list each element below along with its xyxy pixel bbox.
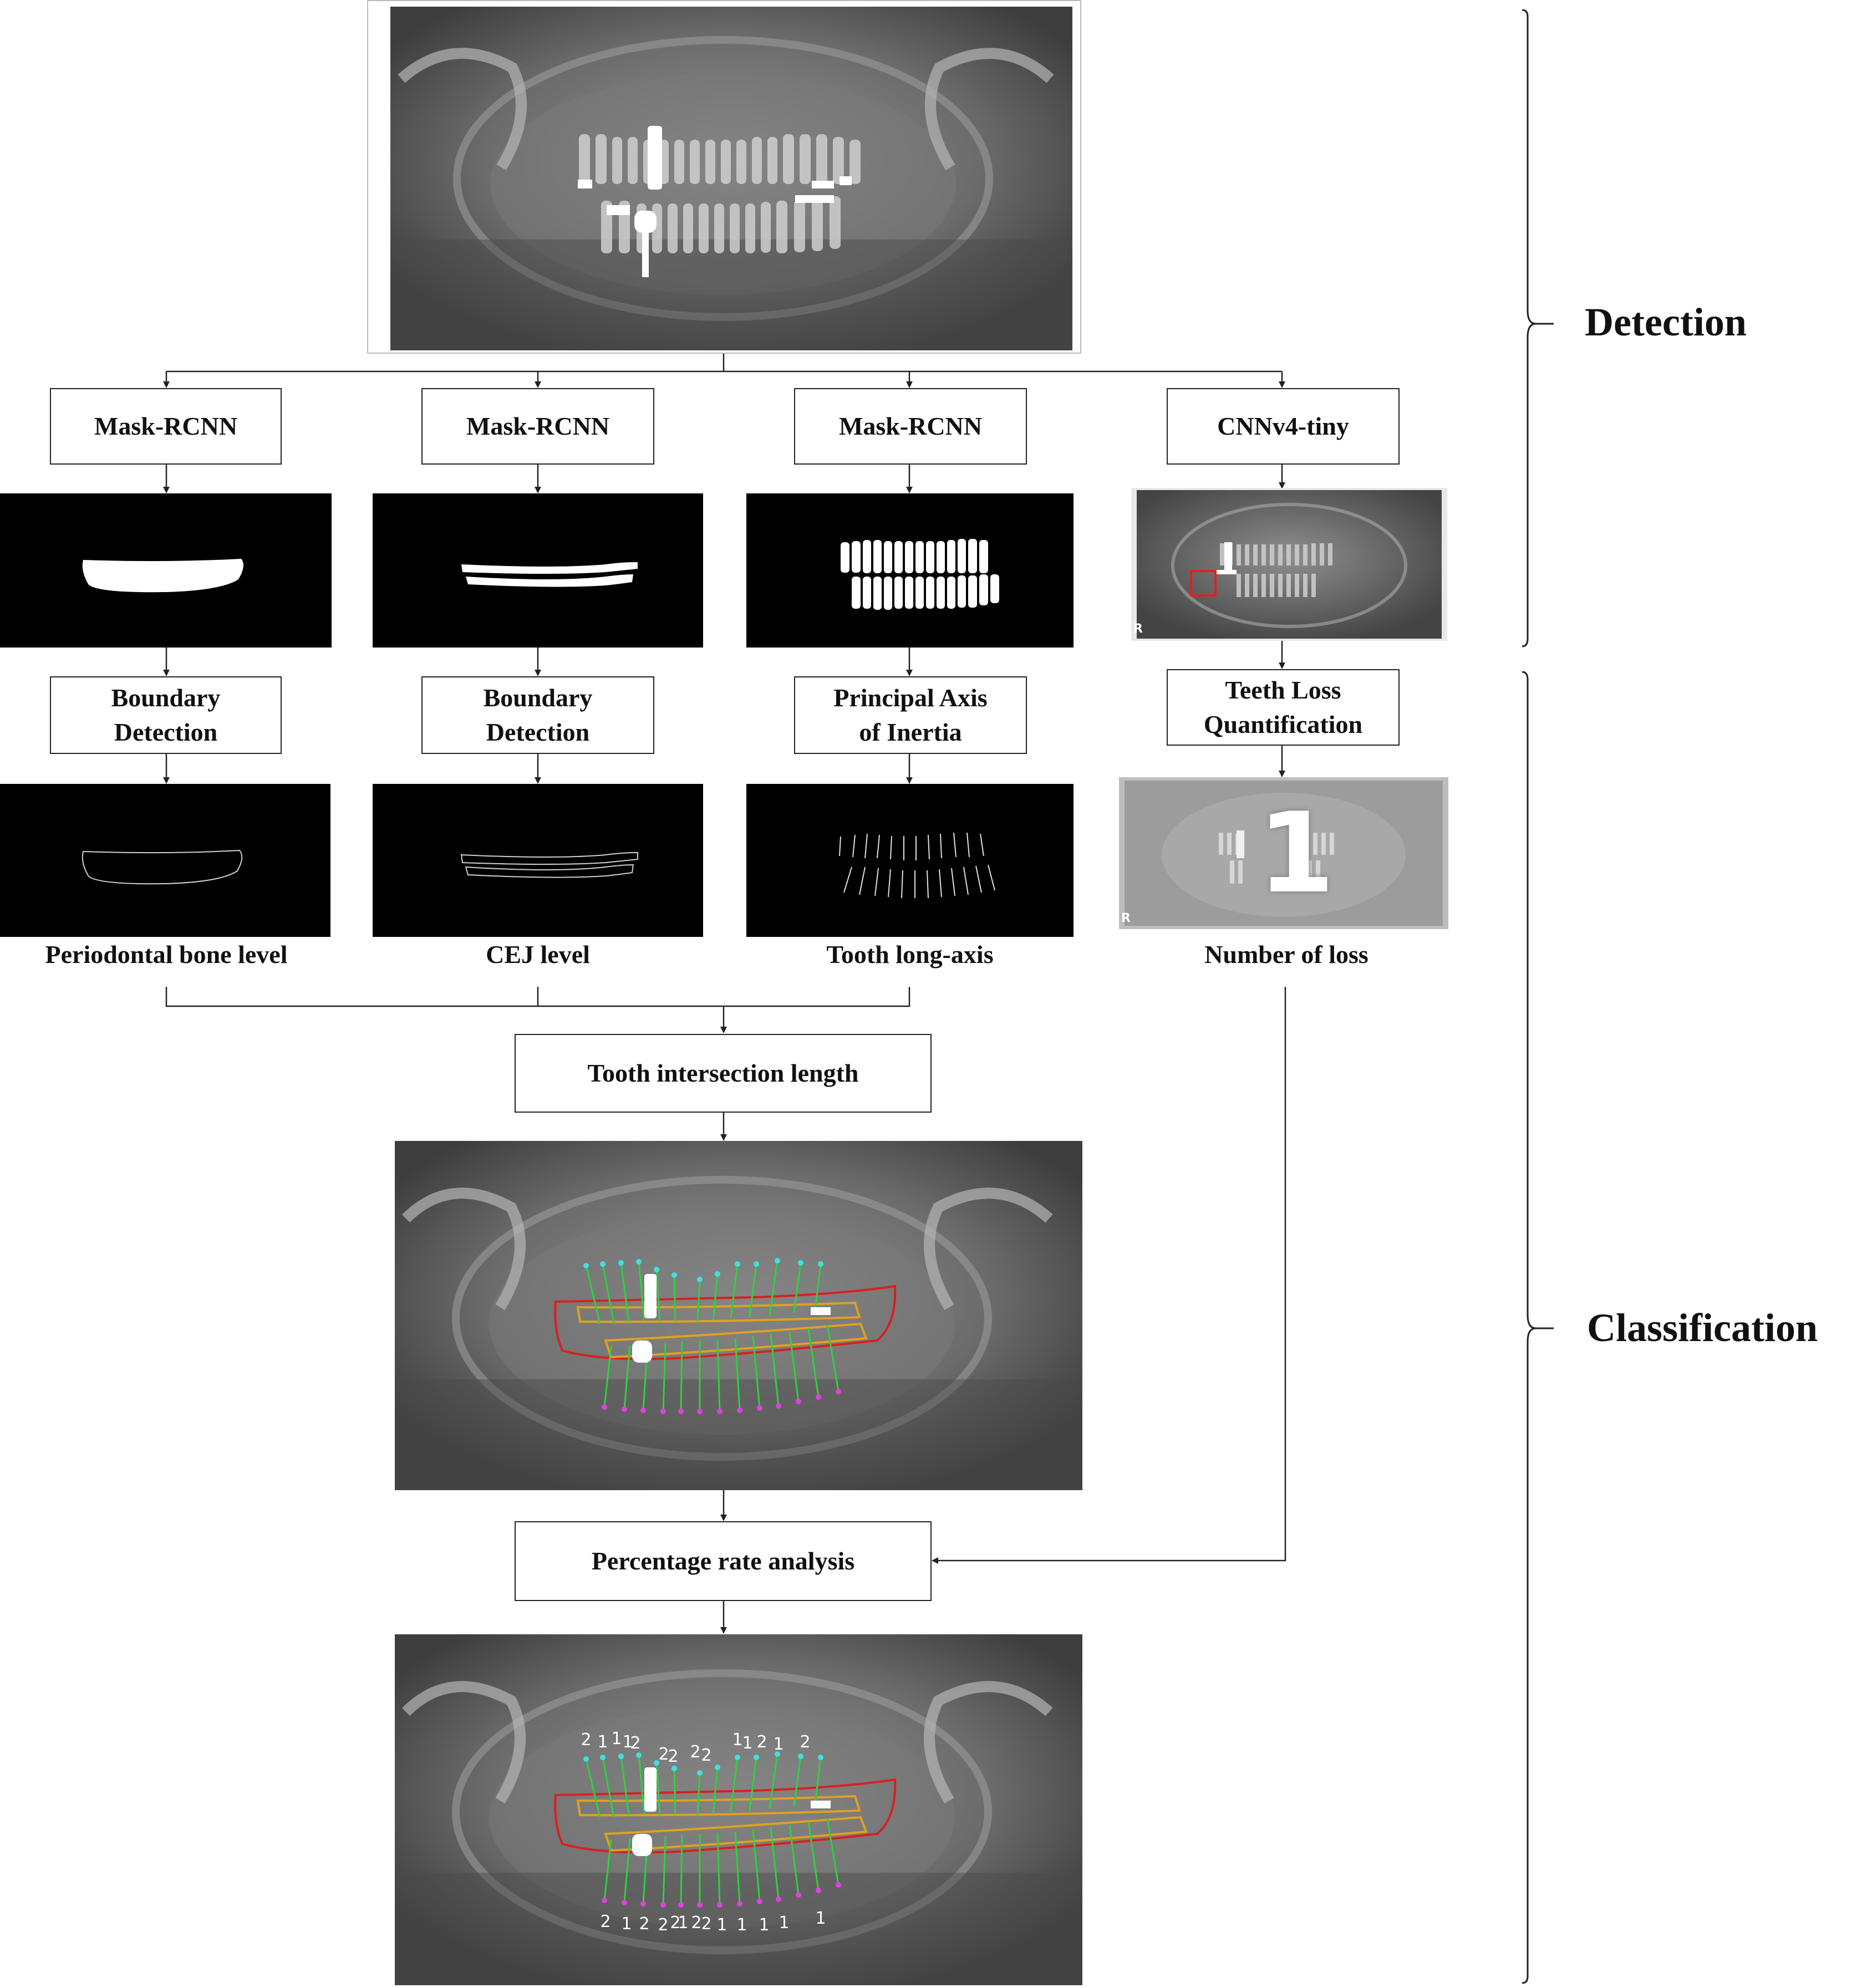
xray-orientation-marker: R <box>1133 622 1143 636</box>
cej-mask-image <box>461 562 638 587</box>
lower-stage-1: 1 <box>621 1914 632 1934</box>
annotated-xray-image <box>395 1141 1082 1490</box>
lower-stage-7: 2 <box>701 1914 711 1934</box>
step-line-1: Boundary <box>111 683 221 712</box>
input-panoramic-xray: R <box>367 0 1081 354</box>
detection-thumbnail: R <box>1131 488 1447 641</box>
step-line-2: Detection <box>486 718 590 746</box>
cej-boundary-image <box>460 852 638 878</box>
upper-stage-2: 1 <box>611 1729 622 1749</box>
upper-stage-11: 2 <box>756 1732 767 1752</box>
upper-stage-5: 2 <box>658 1745 669 1764</box>
mask-rcnn-box-bone: Mask-RCNN <box>50 388 282 465</box>
bone-boundary-image <box>82 849 243 885</box>
model-label: CNNv4-tiny <box>1217 411 1349 440</box>
loss-count-label: Number of loss <box>1204 940 1368 968</box>
upper-stage-1: 1 <box>597 1732 608 1752</box>
mask-rcnn-box-tooth: Mask-RCNN <box>794 388 1027 465</box>
bone-mask-image <box>82 559 243 593</box>
detection-thumbnail-image <box>1137 490 1442 639</box>
cej-level-label: CEJ level <box>486 940 590 968</box>
tooth-axis-label: Tooth long-axis <box>826 940 994 968</box>
lower-stage-11: 1 <box>779 1913 789 1933</box>
lower-stage-5: 1 <box>678 1913 688 1933</box>
cej-mask-panel <box>373 493 703 648</box>
loss-count-thumbnail-image <box>1125 781 1443 926</box>
upper-stage-0: 2 <box>581 1730 591 1750</box>
upper-stage-6: 2 <box>668 1747 678 1766</box>
detection-phase-label: Detection <box>1585 300 1747 344</box>
annotated-xray-intersection: R <box>367 1141 1082 1490</box>
process-label: Percentage rate analysis <box>591 1546 855 1575</box>
lower-stage-9: 1 <box>736 1915 747 1935</box>
loss-count-value: 1 <box>1258 789 1335 918</box>
cej-boundary-panel <box>373 784 703 937</box>
tooth-axis-image <box>839 832 995 899</box>
step-line-1: Teeth Loss <box>1225 675 1341 704</box>
lower-stage-3: 2 <box>658 1915 668 1935</box>
upper-stage-3: 1 <box>622 1732 633 1752</box>
panoramic-xray-image <box>368 1 1072 353</box>
lower-stage-10: 1 <box>759 1915 769 1935</box>
step-line-1: Principal Axis <box>833 683 988 712</box>
lower-stage-8: 1 <box>716 1915 727 1935</box>
tooth-mask-image <box>841 539 999 610</box>
lower-stage-2: 2 <box>639 1914 649 1934</box>
model-label: Mask-RCNN <box>466 411 610 440</box>
principal-axis-box: Principal Axis of Inertia <box>794 676 1027 754</box>
mask-rcnn-box-cej: Mask-RCNN <box>421 388 654 465</box>
process-label: Tooth intersection length <box>587 1058 859 1087</box>
bone-mask-panel <box>0 493 332 648</box>
tooth-intersection-length-box: Tooth intersection length <box>515 1034 932 1113</box>
upper-stage-8: 2 <box>701 1746 711 1765</box>
model-label: Mask-RCNN <box>838 411 983 440</box>
tooth-mask-panel <box>746 493 1074 648</box>
lower-stage-0: 2 <box>600 1912 611 1931</box>
percentage-rate-analysis-box: Percentage rate analysis <box>515 1521 932 1601</box>
boundary-detection-box-cej: Boundary Detection <box>421 676 654 754</box>
step-line-2: of Inertia <box>859 718 962 746</box>
xray-orientation-marker: R <box>370 1451 392 1484</box>
xray-orientation-marker: R <box>369 316 391 348</box>
xray-orientation-marker: R <box>370 1950 392 1982</box>
classification-phase-label: Classification <box>1587 1306 1818 1350</box>
loss-count-thumbnail: 1 R <box>1119 777 1448 929</box>
tooth-axis-panel <box>746 784 1074 937</box>
upper-stage-7: 2 <box>690 1742 700 1762</box>
lower-stage-4: 2 <box>670 1913 680 1933</box>
xray-orientation-marker: R <box>1121 911 1131 925</box>
bone-level-label: Periodontal bone level <box>45 940 288 968</box>
lower-stage-6: 2 <box>691 1913 701 1933</box>
step-line-2: Quantification <box>1203 710 1363 738</box>
upper-stage-9: 1 <box>732 1730 742 1750</box>
upper-stage-13: 2 <box>800 1732 810 1752</box>
teeth-loss-quantification-box: Teeth Loss Quantification <box>1167 669 1400 746</box>
step-line-2: Detection <box>114 718 218 746</box>
boundary-detection-box-bone: Boundary Detection <box>50 676 282 754</box>
cnn-tiny-box: CNNv4-tiny <box>1167 388 1400 465</box>
lower-stage-12: 1 <box>815 1909 826 1928</box>
upper-stage-10: 1 <box>742 1734 752 1753</box>
upper-stage-4: 2 <box>630 1734 640 1753</box>
upper-stage-12: 1 <box>773 1735 784 1754</box>
bone-boundary-panel <box>0 784 330 937</box>
step-line-1: Boundary <box>483 683 593 712</box>
model-label: Mask-RCNN <box>94 411 238 440</box>
